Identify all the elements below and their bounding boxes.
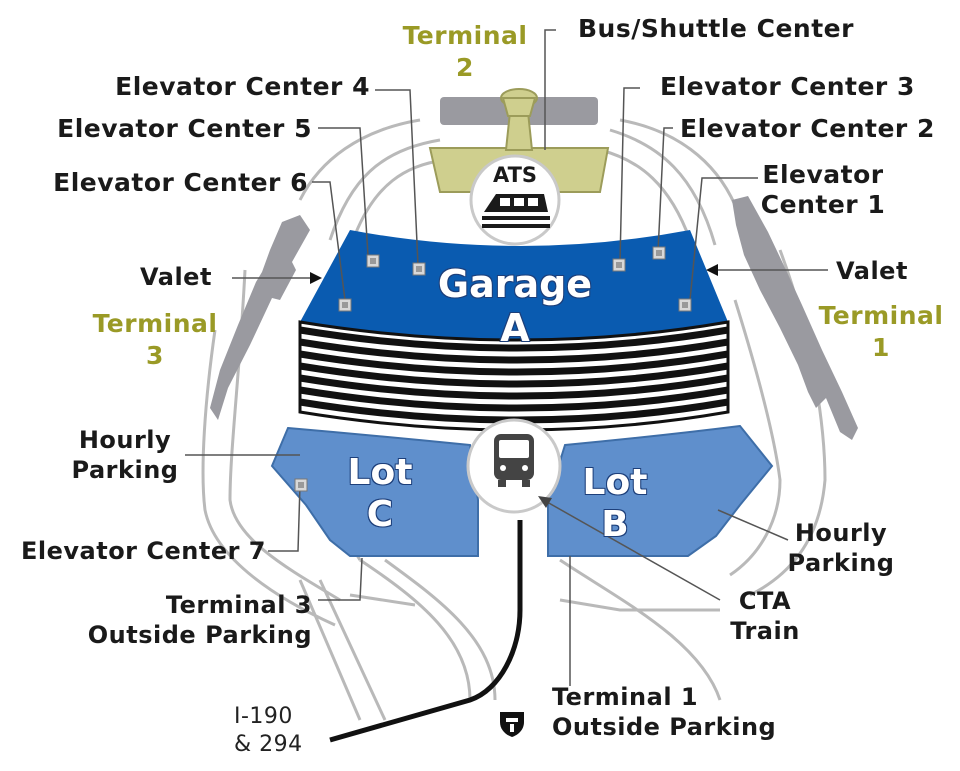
elevator-center-7-label: Elevator Center 7 xyxy=(20,537,266,565)
terminal-3-building xyxy=(210,215,310,420)
valet-left-label: Valet xyxy=(140,263,212,291)
elevator-icon xyxy=(652,246,666,260)
tower-cab xyxy=(501,97,537,117)
bus-shuttle-center-label: Bus/Shuttle Center xyxy=(578,14,854,43)
cta-arrow xyxy=(538,496,552,508)
elevator-icon xyxy=(678,298,692,312)
elevator-icon xyxy=(412,262,426,276)
lot-c-label: Lot C xyxy=(330,452,430,536)
lot-c-label-line-1: Lot xyxy=(347,452,413,493)
terminal-1-label: Terminal 1 xyxy=(818,301,944,362)
garage-a-label-line-1: Garage xyxy=(437,262,593,306)
valet-left-arrow xyxy=(310,272,322,284)
terminal-3-label: Terminal 3 xyxy=(92,309,218,370)
elevator-center-5-label: Elevator Center 5 xyxy=(57,114,312,143)
lot-c-area xyxy=(270,426,479,557)
tower-stem xyxy=(504,111,534,151)
elevator-center-2-label: Elevator Center 2 xyxy=(680,114,935,143)
elevator-icon xyxy=(338,298,352,312)
elevator-icon xyxy=(366,254,380,268)
highway-label: I-190 & 294 xyxy=(234,704,303,757)
valet-right-arrow xyxy=(706,264,718,276)
terminal-3-outside-parking-label: Terminal 3 Outside Parking xyxy=(87,591,312,649)
elevator-icon xyxy=(612,258,626,272)
ats-label: ATS xyxy=(492,163,538,187)
elevator-center-4-label: Elevator Center 4 xyxy=(115,72,370,101)
terminal-1-building xyxy=(732,196,858,440)
terminal-2-label: Terminal 2 xyxy=(402,21,528,82)
valet-right-label: Valet xyxy=(836,257,908,285)
lot-b-label-line-2: B xyxy=(601,504,629,545)
garage-a-deck xyxy=(300,230,728,340)
hourly-parking-right-label: Hourly Parking xyxy=(787,519,895,577)
lot-b-label: Lot B xyxy=(565,462,665,546)
lot-b-label-line-1: Lot xyxy=(582,462,648,503)
hourly-parking-left-label: Hourly Parking xyxy=(71,426,179,484)
elevator-center-1-label: Elevator Center 1 xyxy=(760,160,886,219)
garage-a-label: Garage A xyxy=(420,262,610,350)
cta-train-line xyxy=(329,520,523,743)
train-icon xyxy=(482,194,550,228)
elevator-center-3-label: Elevator Center 3 xyxy=(660,72,915,101)
garage-a-levels xyxy=(298,320,730,432)
leader-lines xyxy=(185,29,828,686)
lot-b-area xyxy=(547,424,774,557)
lot-c-label-line-2: C xyxy=(366,494,394,535)
terminal-1-outside-parking-label: Terminal 1 Outside Parking xyxy=(552,683,777,741)
garage-a-label-line-2: A xyxy=(500,306,530,350)
elevator-icon xyxy=(294,478,308,492)
cta-train-label: CTA Train xyxy=(730,587,800,645)
bus-icon xyxy=(494,434,534,487)
interstate-shield-icon xyxy=(500,712,524,737)
elevator-center-6-label: Elevator Center 6 xyxy=(53,168,308,197)
